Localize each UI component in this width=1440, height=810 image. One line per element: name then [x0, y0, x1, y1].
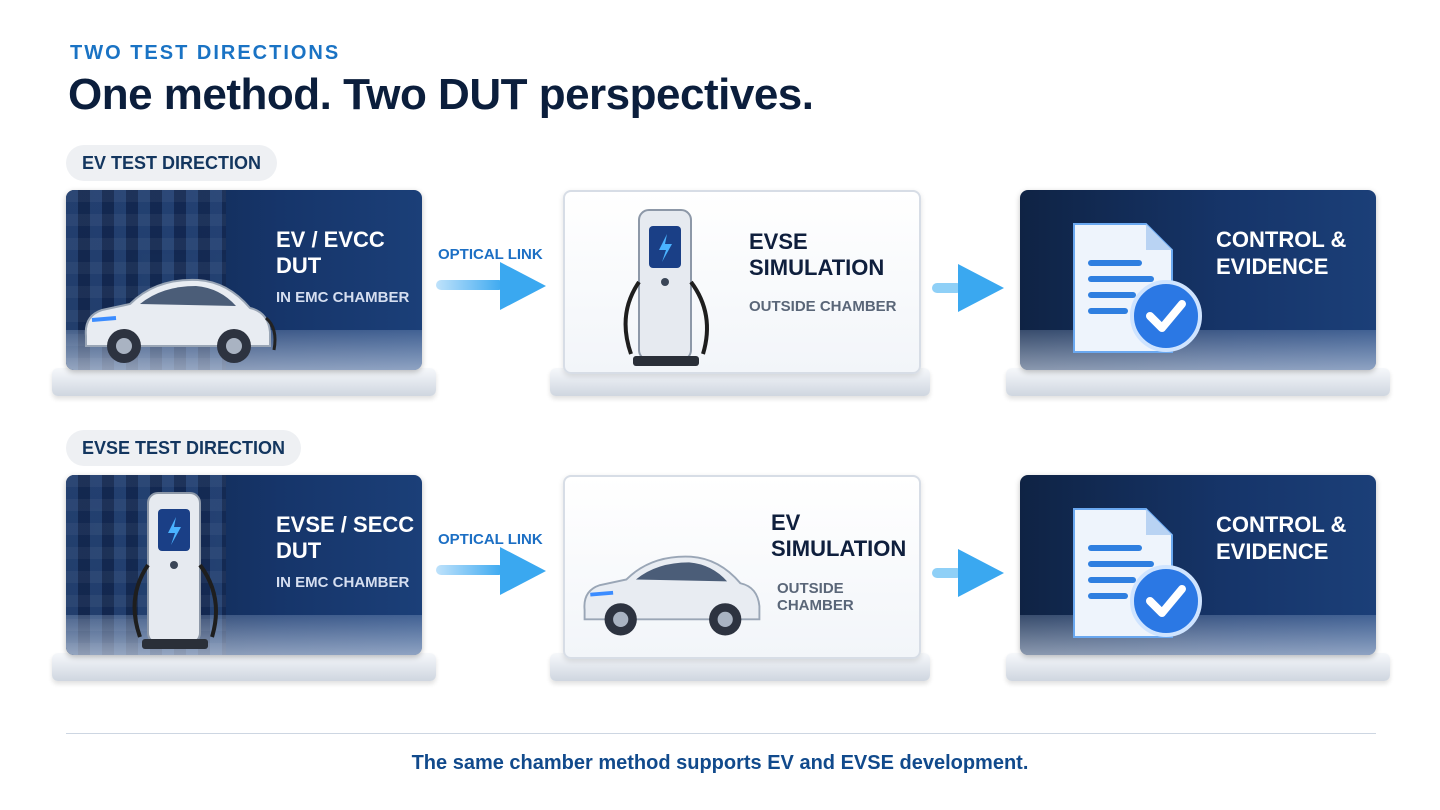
arrow-right-icon [436, 547, 546, 595]
card-base [1006, 653, 1390, 681]
eyebrow: TWO TEST DIRECTIONS [70, 42, 341, 64]
control-title-line1: CONTROL & [1216, 512, 1347, 537]
footer-divider [66, 733, 1376, 734]
car-icon [84, 278, 277, 363]
chamber-floor [66, 615, 422, 655]
evse-dut-card: EVSE / SECC DUT IN EMC CHAMBER [66, 475, 422, 655]
control-title-line1: CONTROL & [1216, 227, 1347, 252]
page-title: One method. Two DUT perspectives. [68, 70, 814, 119]
ev-direction-row: EV / EVCC DUT IN EMC CHAMBER OPTICAL LIN… [0, 190, 1440, 415]
ev-direction-label: EV TEST DIRECTION [66, 145, 278, 181]
footer-caption: The same chamber method supports EV and … [411, 752, 1029, 774]
evse-simulation-card: EVSE SIMULATION OUTSIDE CHAMBER [563, 190, 921, 374]
optical-link-label: OPTICAL LINK [438, 246, 543, 263]
card-base [52, 653, 436, 681]
sim-title-line2: SIMULATION [771, 536, 907, 561]
sim-title-line1: EVSE [749, 229, 808, 254]
card-base [52, 368, 436, 396]
dut-title-line2: DUT [276, 253, 322, 278]
arrow-right-icon [932, 264, 1004, 312]
sim-title-line1: EV [771, 510, 801, 535]
car-icon [583, 555, 761, 636]
optical-link-label: OPTICAL LINK [438, 531, 543, 548]
ev-simulation-card: EV SIMULATION OUTSIDE CHAMBER [563, 475, 921, 659]
dut-title-line2: DUT [276, 538, 322, 563]
control-title-line2: EVIDENCE [1216, 539, 1329, 564]
charger-icon [623, 209, 709, 366]
control-title-line2: EVIDENCE [1216, 254, 1329, 279]
dut-title-line1: EV / EVCC [276, 227, 385, 252]
document-check-icon [1073, 508, 1202, 638]
control-evidence-card: CONTROL & EVIDENCE [1020, 475, 1376, 655]
ev-dut-card: EV / EVCC DUT IN EMC CHAMBER [66, 190, 422, 370]
arrow-right-icon [436, 262, 546, 310]
sim-title-line2: SIMULATION [749, 255, 885, 280]
charger-icon [132, 492, 218, 649]
card-base [1006, 368, 1390, 396]
evse-direction-row: EVSE / SECC DUT IN EMC CHAMBER OPTICAL L… [0, 475, 1440, 700]
sim-subtitle: OUTSIDE CHAMBER [777, 580, 854, 614]
sim-subtitle: OUTSIDE CHAMBER [749, 298, 897, 315]
control-evidence-card: CONTROL & EVIDENCE [1020, 190, 1376, 370]
arrow-right-icon [932, 549, 1004, 597]
dut-subtitle: IN EMC CHAMBER [276, 289, 410, 306]
document-check-icon [1073, 223, 1202, 353]
dut-subtitle: IN EMC CHAMBER [276, 574, 410, 591]
dut-title-line1: EVSE / SECC [276, 512, 415, 537]
evse-direction-label: EVSE TEST DIRECTION [66, 430, 302, 466]
